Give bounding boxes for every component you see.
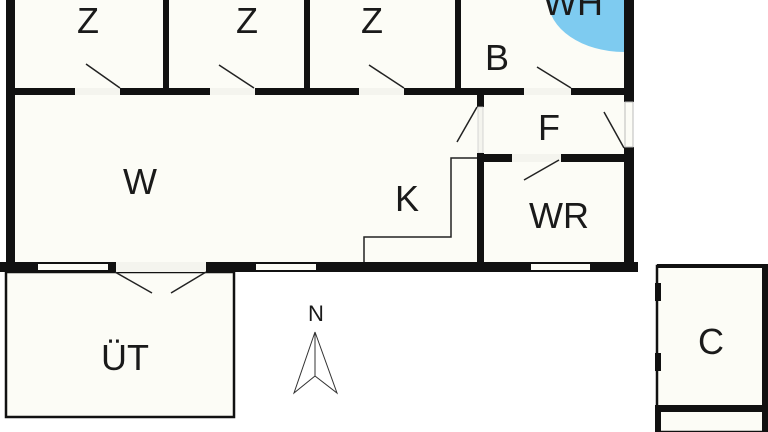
house-floor <box>10 0 630 268</box>
wall-divider-1 <box>163 0 169 92</box>
window-bottom-1 <box>38 264 108 270</box>
room-label-bedroom-1: Z <box>77 0 99 41</box>
carport-post-1 <box>655 283 661 301</box>
door-gap-4 <box>524 88 571 95</box>
room-label-bedroom-2: Z <box>236 0 258 41</box>
carport-wall-divider <box>655 405 768 412</box>
terrace-door-leaf-left <box>114 271 153 294</box>
utility-door-leaf <box>523 159 560 181</box>
door-leaf-2 <box>218 64 255 89</box>
window-bottom-3 <box>531 264 590 270</box>
hall-door-leaf <box>456 106 478 143</box>
north-arrow-icon <box>292 331 339 395</box>
utility-door-gap <box>512 154 561 162</box>
room-label-bathroom: B <box>485 37 509 78</box>
carport-post-2 <box>655 353 661 371</box>
wall-divider-3 <box>455 0 461 92</box>
terrace-door-gap <box>116 262 206 272</box>
terrace-floor <box>4 270 236 419</box>
room-label-utility: WR <box>529 195 589 236</box>
carport-post-3 <box>655 405 661 432</box>
door-leaf-1 <box>85 63 121 89</box>
room-label-hallway: F <box>538 107 560 148</box>
entrance-door-leaf <box>603 111 625 149</box>
room-label-terrace: ÜT <box>101 337 149 378</box>
room-label-carport: C <box>698 321 724 362</box>
room-label-living: W <box>123 161 157 202</box>
room-label-kitchen: K <box>395 178 419 219</box>
window-right <box>624 101 634 148</box>
door-gap-1 <box>75 88 120 95</box>
door-leaf-4 <box>536 66 572 89</box>
window-bottom-2 <box>256 264 316 270</box>
carport-wall-right <box>762 264 768 432</box>
wall-bedrooms <box>10 88 630 95</box>
wall-utility-left <box>477 153 484 265</box>
carport-floor <box>655 264 768 432</box>
wall-divider-2 <box>304 0 310 92</box>
hall-door-gap <box>477 106 484 154</box>
wall-right-lower <box>624 147 634 272</box>
wall-left <box>6 0 15 272</box>
wall-right <box>624 0 634 102</box>
whirlpool-tub <box>548 0 624 52</box>
carport-wall-top <box>657 264 768 268</box>
room-label-bedroom-3: Z <box>361 0 383 41</box>
wall-hall-left-top <box>477 95 484 107</box>
kitchen-counter <box>363 157 477 262</box>
door-gap-3 <box>359 88 404 95</box>
room-label-whirlpool: WH <box>543 0 603 23</box>
door-gap-2 <box>210 88 255 95</box>
wall-bottom <box>0 262 638 272</box>
terrace-door-leaf-right <box>170 271 207 294</box>
compass-label: N <box>308 301 324 326</box>
door-leaf-3 <box>368 64 405 89</box>
